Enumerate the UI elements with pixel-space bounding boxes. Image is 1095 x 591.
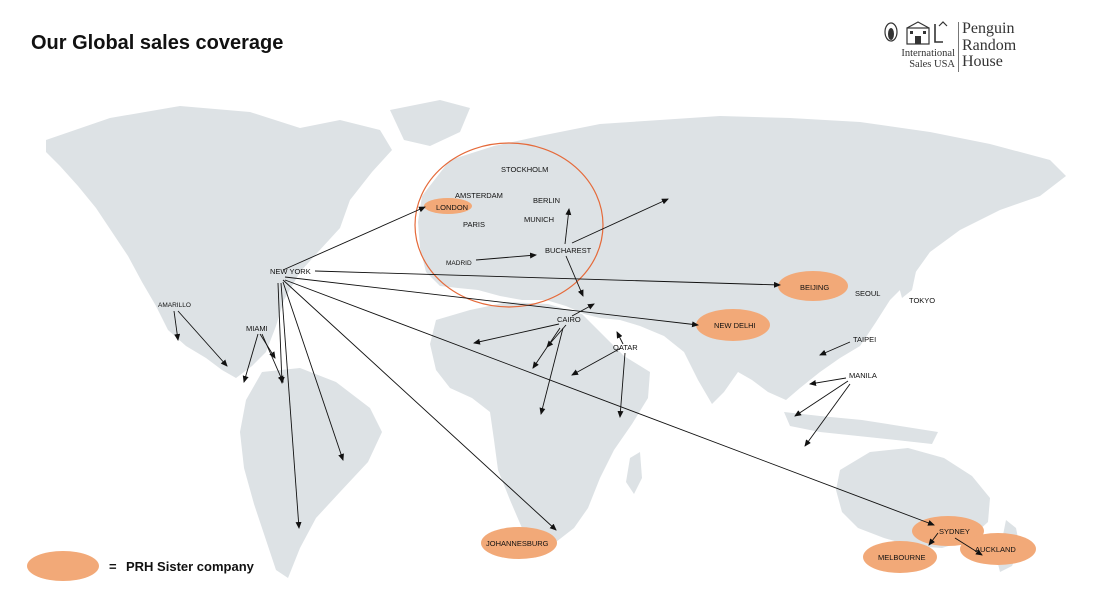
route-sydney-melbourne <box>928 532 939 546</box>
route-sydney-auckland <box>954 537 983 556</box>
route-cairo-west <box>473 323 560 345</box>
label-bucharest: BUCHAREST <box>545 246 592 255</box>
sister-marker-johannesburg <box>481 527 557 559</box>
route-bucharest-berlin <box>564 208 572 245</box>
route-cairo-africa-3 <box>546 324 567 348</box>
label-seoul: SEOUL <box>855 289 880 298</box>
africa <box>430 302 650 548</box>
route-bucharest-russia <box>571 198 669 244</box>
legend-equals: = <box>109 559 117 574</box>
label-sydney: SYDNEY <box>939 527 970 536</box>
route-ny-beijing <box>314 270 781 288</box>
label-auckland: AUCKLAND <box>975 545 1016 554</box>
route-ny-brazil <box>282 281 344 461</box>
north-america <box>46 106 392 378</box>
route-ny-johannesburg <box>282 279 557 531</box>
label-taipei: TAIPEI <box>853 335 876 344</box>
sister-marker-melbourne <box>863 541 937 573</box>
route-ny-south-america <box>277 282 285 384</box>
label-stockholm: STOCKHOLM <box>501 165 548 174</box>
label-munich: MUNICH <box>524 215 554 224</box>
route-ny-london <box>282 206 426 271</box>
sister-marker-beijing <box>778 271 848 301</box>
madagascar <box>626 452 642 494</box>
label-paris: PARIS <box>463 220 485 229</box>
route-madrid-bucharest <box>475 252 537 261</box>
japan <box>896 230 918 298</box>
label-manila: MANILA <box>849 371 877 380</box>
label-amarillo: AMARILLO <box>158 302 191 309</box>
route-manila-3 <box>804 383 851 447</box>
penguin-logo-icon <box>884 21 948 45</box>
label-new-delhi: NEW DELHI <box>714 321 756 330</box>
route-manila-1 <box>809 377 847 386</box>
label-johannesburg: JOHANNESBURG <box>486 539 549 548</box>
label-london: LONDON <box>436 203 468 212</box>
label-amsterdam: AMSTERDAM <box>455 191 503 200</box>
legend-label: PRH Sister company <box>126 559 254 574</box>
label-beijing: BEIJING <box>800 283 829 292</box>
sister-marker-auckland <box>960 533 1036 565</box>
route-ny-new-delhi <box>284 276 699 328</box>
land-masses <box>46 100 1066 578</box>
legend: = PRH Sister company <box>27 551 327 583</box>
route-qatar-3 <box>617 352 626 418</box>
route-manila-2 <box>794 380 849 417</box>
brand-logo: International Sales USA Penguin Random H… <box>863 20 1063 76</box>
route-cairo-africa-2 <box>539 327 564 415</box>
eurasia <box>418 116 1066 404</box>
brand-divider <box>958 22 959 72</box>
route-amarillo-2 <box>177 310 228 367</box>
route-amarillo-1 <box>173 310 181 341</box>
label-new-york: NEW YORK <box>270 267 311 276</box>
label-qatar: QATAR <box>613 343 638 352</box>
sister-marker-new-delhi <box>696 309 770 341</box>
route-arrows <box>173 198 983 556</box>
route-miami-3 <box>261 333 284 383</box>
route-cairo-middle-east <box>571 303 595 317</box>
label-berlin: BERLIN <box>533 196 560 205</box>
europe-highlight-circle <box>414 142 604 308</box>
label-melbourne: MELBOURNE <box>878 553 926 562</box>
route-ny-argentina <box>280 282 302 529</box>
south-america <box>240 368 382 578</box>
indonesia <box>784 412 938 444</box>
label-tokyo: TOKYO <box>909 296 935 305</box>
route-qatar-1 <box>616 331 624 345</box>
brand-name: Penguin Random House <box>962 20 1017 70</box>
sister-marker-london <box>424 198 472 214</box>
brand-sublabel: International Sales USA <box>901 48 955 70</box>
label-miami: MIAMI <box>246 324 268 333</box>
label-madrid: MADRID <box>446 260 472 267</box>
route-taipei <box>819 341 851 356</box>
route-cairo-africa-1 <box>532 327 561 369</box>
greenland <box>390 100 470 146</box>
city-labels: STOCKHOLM AMSTERDAM BERLIN LONDON MUNICH… <box>158 165 1016 562</box>
legend-swatch <box>27 551 99 581</box>
route-miami-1 <box>242 333 259 383</box>
route-bucharest-turkey <box>565 255 584 297</box>
label-cairo: CAIRO <box>557 315 581 324</box>
page-title: Our Global sales coverage <box>31 32 284 54</box>
route-ny-sydney <box>284 279 935 526</box>
route-qatar-2 <box>571 347 622 376</box>
